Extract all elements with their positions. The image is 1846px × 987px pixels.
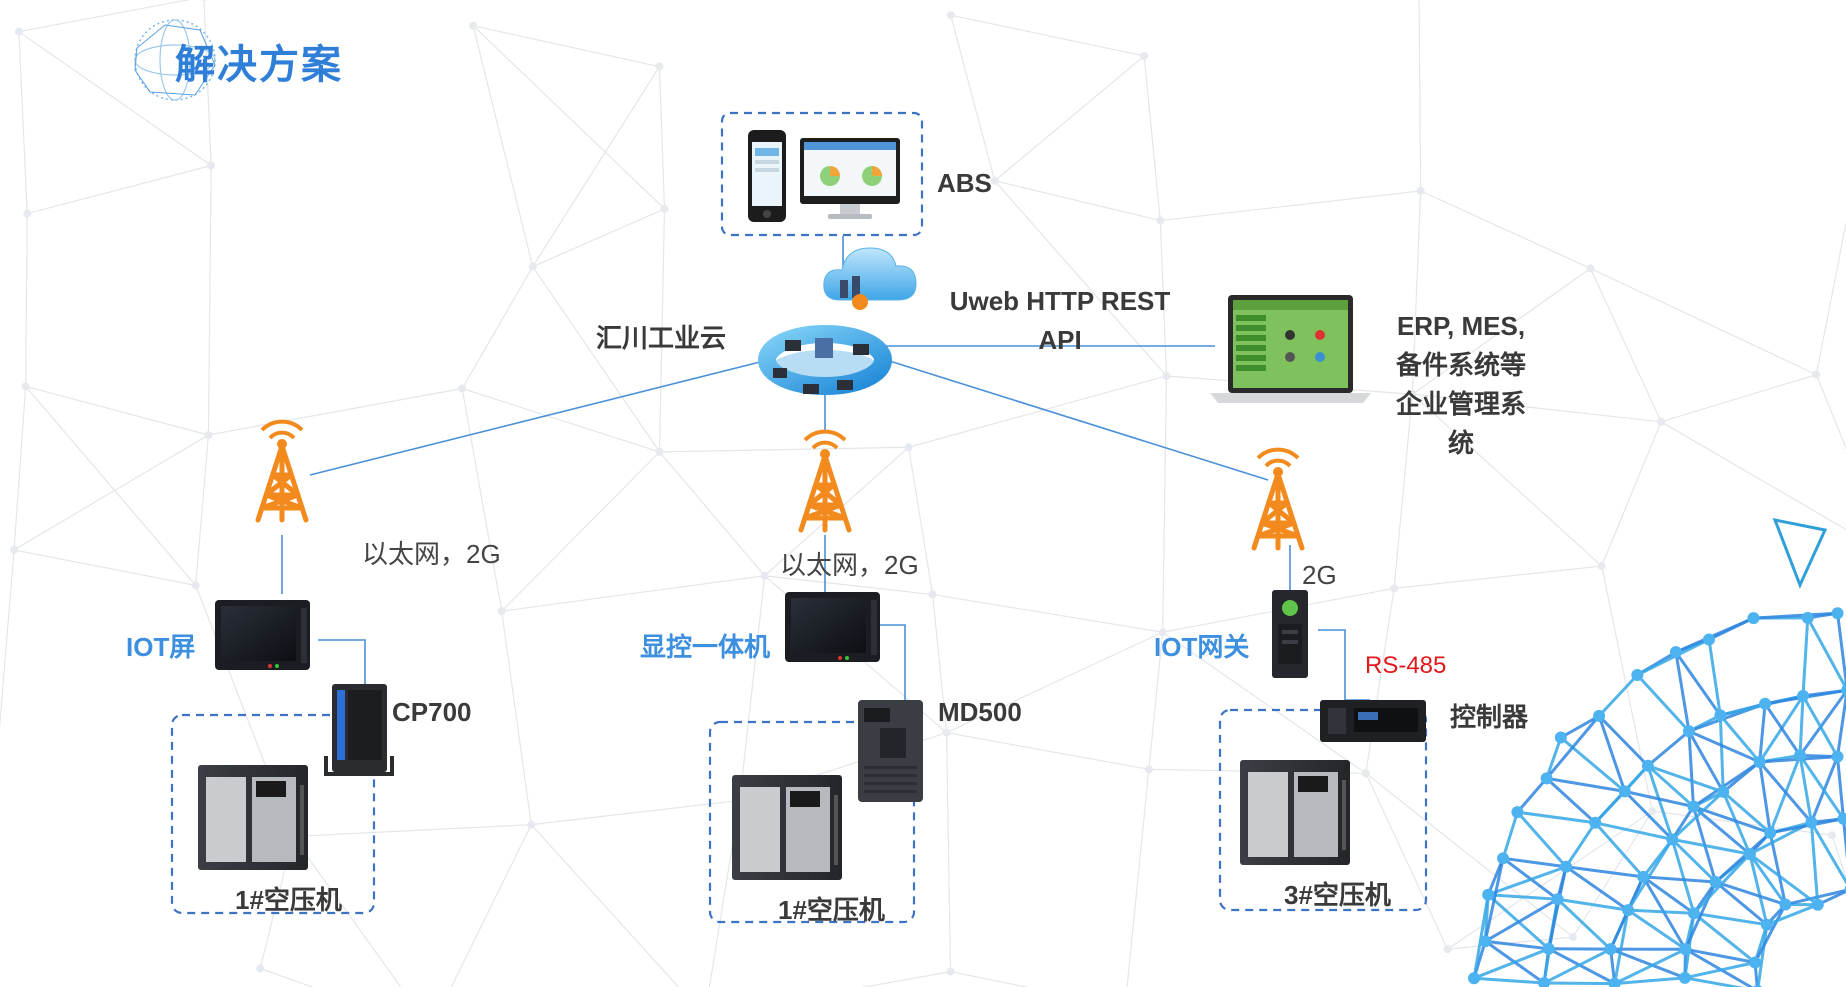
abs-label: ABS [937,168,992,198]
controller-cp700-icon [324,684,394,776]
bus-label-rs485: RS-485 [1365,652,1447,679]
machine-box-2 [708,720,916,924]
controller-icon [1320,700,1426,742]
machine-box-1 [170,713,376,915]
erp-line-4: 统 [1447,428,1474,458]
abs-device-box [720,111,924,237]
monitor-icon [800,138,900,219]
erp-line-2: 备件系统等 [1395,350,1526,380]
machine-label-1: 1#空压机 [235,885,342,915]
device-label-hmi: 显控一体机 [640,632,771,662]
network-label-1: 以太网，2G [362,539,501,569]
erp-line-1: ERP, MES, [1396,311,1526,341]
phone-icon [748,130,786,222]
air-compressor-icon-3 [1240,760,1350,865]
controller-label-md500: MD500 [938,697,1022,727]
tower-icon-3 [1254,450,1302,548]
vfd-icon [858,700,923,802]
erp-label: ERP, MES, 备件系统等 企业管理系 统 [1368,307,1526,463]
cloud-icon [823,247,917,310]
controller-label: 控制器 [1450,702,1529,732]
geodesic-sphere-decoration [1468,517,1846,987]
laptop-icon [1210,295,1371,403]
api-line-1: Uweb HTTP REST [949,286,1171,316]
server-ring-icon [758,325,892,395]
controller-label-cp700: CP700 [392,697,472,727]
machine-box-3 [1218,708,1428,912]
machine-label-3: 3#空压机 [1284,880,1391,910]
api-label: Uweb HTTP REST API [930,286,1190,390]
network-label-2: 以太网，2G [780,550,919,580]
api-line-2: API [1038,325,1082,355]
hmi-screen-icon-2 [785,592,880,662]
device-label-iot-screen: IOT屏 [126,632,196,662]
connection-lines [281,236,1370,705]
air-compressor-icon-1 [198,765,308,870]
gateway-icon [1272,590,1308,678]
air-compressor-icon-2 [732,775,842,880]
page-title: 解决方案 [175,43,343,87]
erp-line-3: 企业管理系 [1395,389,1526,419]
tower-icon-2 [801,432,849,530]
device-label-iot-gateway: IOT网关 [1154,632,1250,662]
hmi-screen-icon-1 [215,600,310,670]
globe-icon [134,19,216,101]
machine-label-2: 1#空压机 [778,895,885,925]
network-label-3: 2G [1302,560,1337,590]
cloud-label: 汇川工业云 [596,323,727,353]
tower-icon-1 [258,422,306,520]
